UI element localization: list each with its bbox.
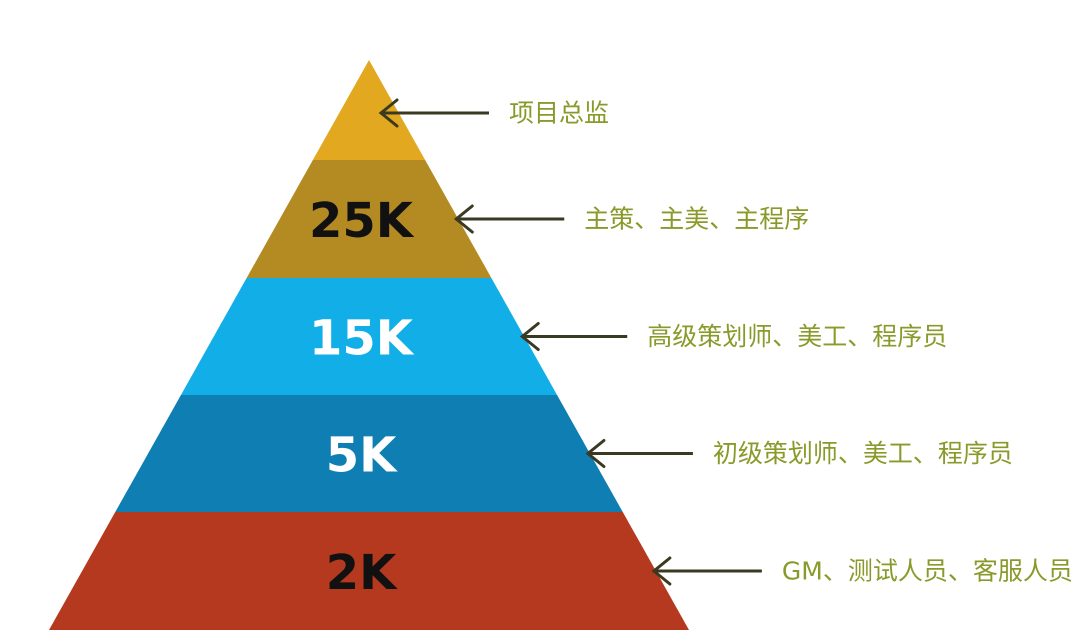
arrow-icon — [519, 322, 628, 351]
arrow-icon — [651, 556, 762, 586]
pyramid-tier-2 — [246, 160, 492, 278]
tier-value-4: 5K — [326, 428, 398, 484]
role-label-1: 项目总监 — [509, 99, 609, 128]
arrow-icon — [585, 439, 693, 468]
role-label-3: 高级策划师、美工、程序员 — [647, 322, 947, 351]
role-label-5: GM、测试人员、客服人员 — [782, 557, 1073, 586]
pyramid-tiers — [49, 60, 689, 630]
tier-values: 25K 15K 5K 2K — [309, 193, 415, 601]
role-label-4: 初级策划师、美工、程序员 — [713, 439, 1013, 468]
arrow-icon — [378, 98, 489, 128]
pyramid-tier-5 — [49, 512, 689, 630]
pyramid-tier-3 — [180, 278, 558, 395]
tier-value-5: 2K — [326, 545, 398, 601]
tier-value-2: 25K — [309, 193, 415, 249]
pyramid-tier-4 — [115, 395, 623, 512]
arrow-icon — [453, 204, 565, 234]
role-label-2: 主策、主美、主程序 — [584, 205, 809, 234]
tier-value-3: 15K — [309, 311, 415, 367]
pyramid-tier-1 — [312, 60, 426, 160]
pointer-arrows — [378, 98, 762, 586]
